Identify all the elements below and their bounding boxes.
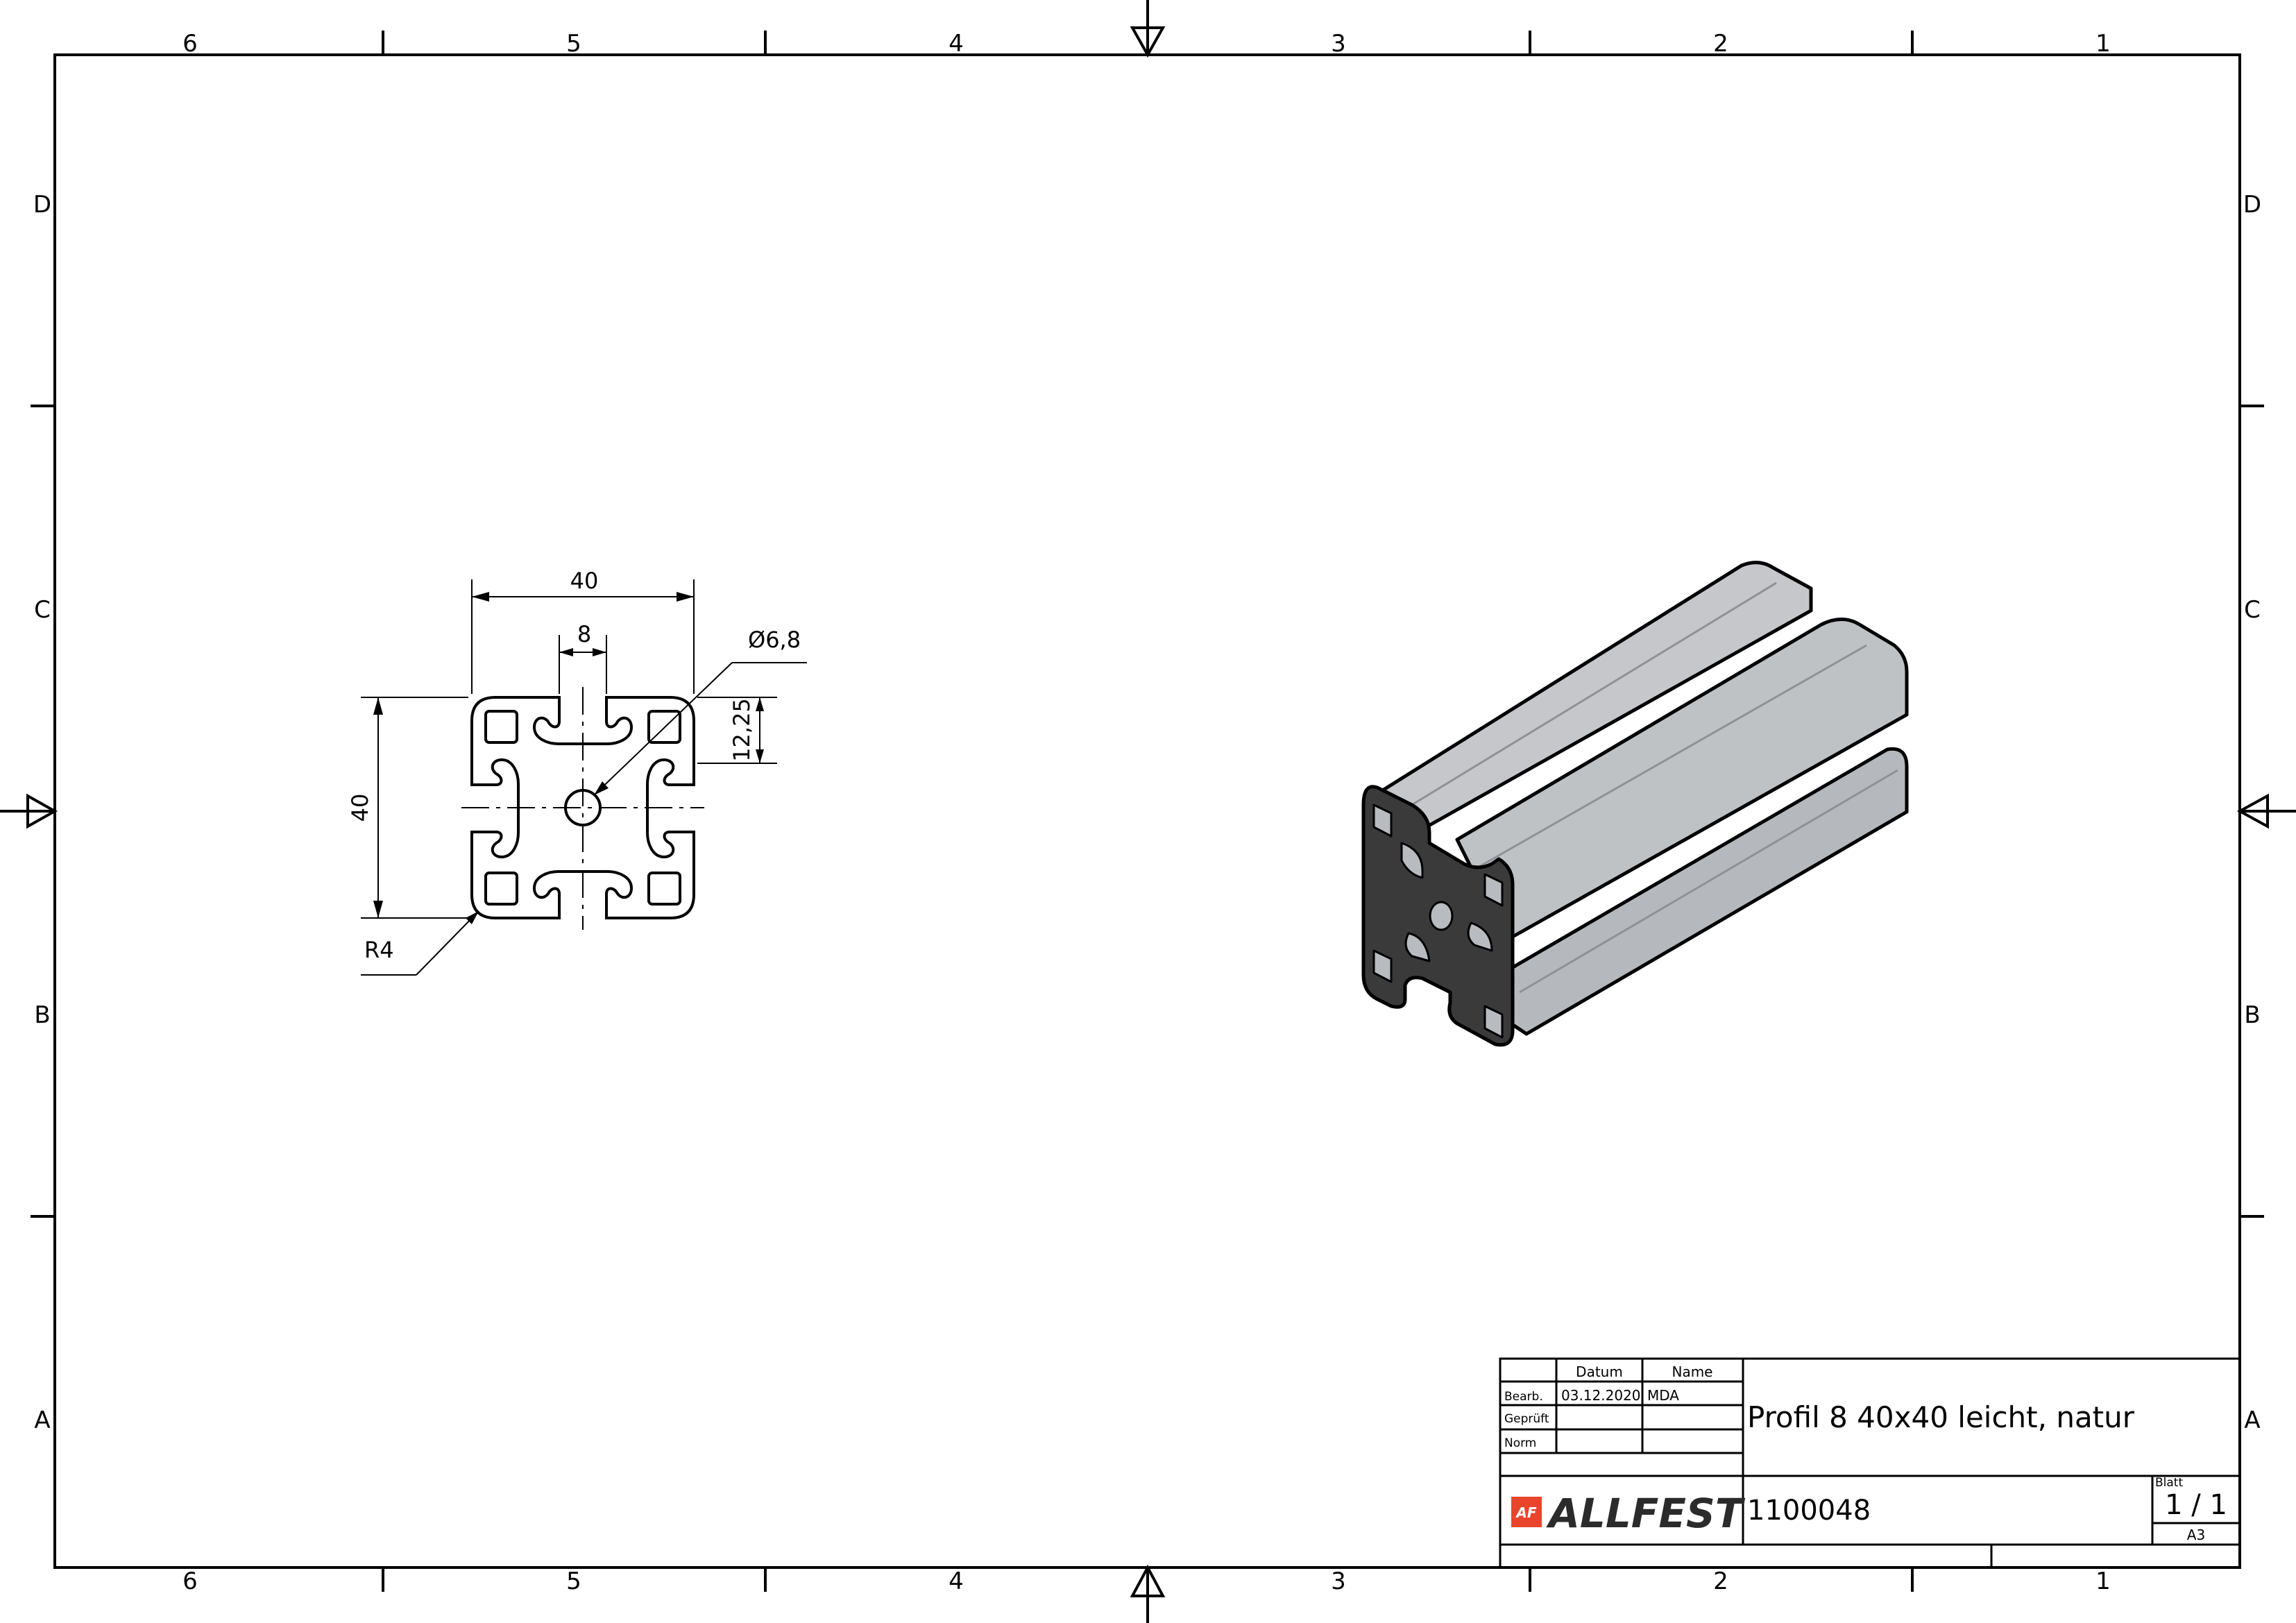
zone-row-label: C [34, 596, 51, 624]
zone-col-label: 6 [182, 1567, 198, 1595]
profile-isometric-view [1361, 561, 1909, 1047]
title-block [1499, 1357, 2241, 1569]
dim-height-label: 40 [347, 794, 373, 822]
tb-col-name: Name [1672, 1363, 1712, 1380]
logo-wordmark: ALLFEST [1546, 1490, 1746, 1537]
zone-col-label: 3 [1331, 30, 1346, 58]
zone-col-label: 2 [1713, 1567, 1728, 1595]
zone-ticks [31, 31, 2264, 1592]
zone-col-label: 4 [949, 1567, 964, 1595]
tb-part-number: 1100048 [1747, 1495, 1871, 1527]
profile-rail-top-right [1455, 618, 1909, 939]
tb-sheet-value: 1 / 1 [2165, 1489, 2227, 1521]
center-lines [461, 687, 704, 930]
zone-row-label: B [2244, 1001, 2260, 1029]
corner-pocket [647, 872, 681, 906]
sheet-border [53, 53, 2241, 1569]
dim-slot-label: 8 [577, 621, 591, 647]
profile-rail-top-left [1368, 561, 1813, 838]
zone-row-label: D [33, 191, 51, 219]
zone-row-label: A [2244, 1407, 2260, 1434]
dim-radius-label: R4 [364, 937, 394, 963]
zone-col-label: 4 [949, 30, 964, 58]
tb-sheet-label: Blatt [2155, 1476, 2183, 1490]
zone-col-label: 5 [566, 1567, 581, 1595]
tb-title: Profil 8 40x40 leicht, natur [1747, 1400, 2135, 1434]
tb-row-norm: Norm [1504, 1436, 1536, 1450]
zone-col-label: 1 [2095, 30, 2111, 58]
tb-bearb-name: MDA [1647, 1387, 1679, 1404]
face-slot [1400, 842, 1424, 879]
zone-col-label: 1 [2095, 1567, 2111, 1595]
tb-row-bearb: Bearb. [1504, 1390, 1543, 1404]
zone-col-label: 2 [1713, 30, 1728, 58]
face-pocket [1372, 804, 1393, 838]
company-logo: AF ALLFEST [1511, 1490, 1746, 1537]
face-slot [1467, 921, 1493, 952]
profile-section-view [461, 687, 704, 930]
zone-col-label: 3 [1331, 1567, 1346, 1595]
corner-pocket [647, 710, 681, 744]
face-bore [1429, 901, 1454, 931]
zone-row-label: C [2244, 596, 2261, 624]
face-slot [1404, 932, 1431, 962]
zone-row-label: B [34, 1001, 50, 1029]
zone-col-label: 5 [566, 30, 581, 58]
dimensions [361, 579, 807, 976]
zone-row-label: A [34, 1407, 50, 1434]
profile-rail-bottom-right [1504, 747, 1909, 1036]
zone-col-label: 6 [182, 30, 198, 58]
dim-width-label: 40 [570, 568, 599, 594]
tb-col-datum: Datum [1576, 1363, 1623, 1380]
corner-pocket [484, 710, 518, 744]
tb-format: A3 [2187, 1527, 2205, 1543]
logo-mark-text: AF [1515, 1504, 1536, 1521]
tb-bearb-date: 03.12.2020 [1561, 1387, 1641, 1404]
corner-pocket [484, 872, 518, 906]
face-pocket [1483, 873, 1504, 907]
zone-row-label: D [2243, 191, 2261, 219]
logo-mark [1511, 1497, 1542, 1527]
face-pocket [1372, 949, 1393, 983]
dim-offset-label: 12,25 [729, 698, 755, 762]
dim-hole-label: Ø6,8 [748, 627, 801, 653]
tb-row-geprueft: Geprüft [1504, 1412, 1549, 1426]
profile-outline [470, 696, 695, 919]
face-pocket [1483, 1005, 1504, 1039]
